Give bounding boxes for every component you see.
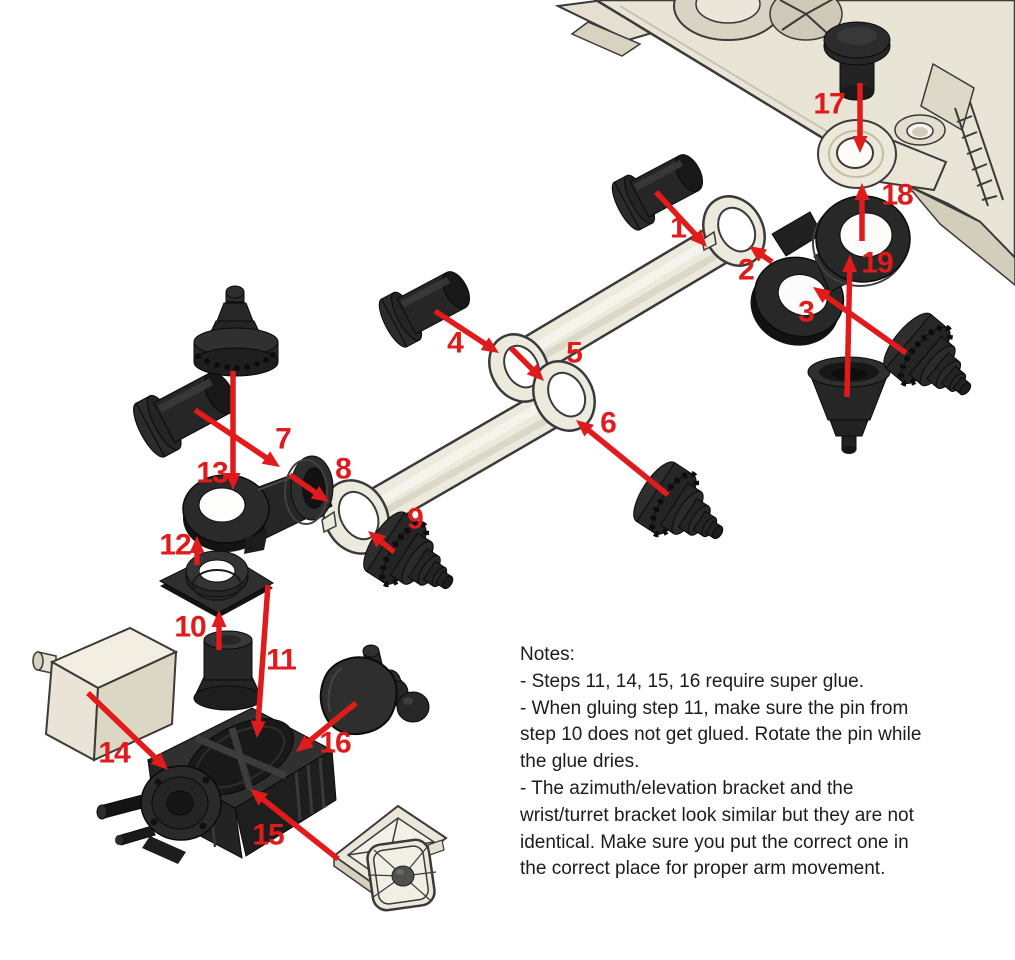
note-line: wrist/turret bracket look similar but th… [520,804,914,826]
rod-eyelet-ring-5 [532,360,596,432]
arrow-step-5 [509,346,544,381]
cap-pin-part [823,21,891,101]
note-line: the glue dries. [520,751,640,773]
note-line: step 10 does not get glued. Rotate the p… [520,724,922,746]
note-line: the correct place for proper arm movemen… [520,858,886,880]
arrow-step-3 [813,287,908,356]
note-line: - The azimuth/elevation bracket and the [520,777,854,799]
arrow-step-4 [433,308,499,353]
arrow-step-11 [250,584,271,738]
chassis-eyelet-tab [817,114,948,192]
beige-box [32,626,179,762]
cylinder-pin [193,630,263,711]
gearbox-assembly [96,707,337,864]
arrow-step-15 [250,789,340,862]
arrow-step-17 [852,83,868,153]
assembly-notes: Notes: - Steps 11, 14, 15, 16 require su… [520,642,970,883]
arrow-step-8 [288,472,329,502]
arrow-step-16 [296,700,358,752]
ring-plate [158,550,274,618]
turret-chassis [554,0,1015,286]
note-line: - When gluing step 11, make sure the pin… [520,697,909,719]
ring-clamp-notch [321,510,337,534]
azimuth-elevation-bracket [182,455,334,554]
arrow-step-14 [86,691,168,770]
white-motor-mount [332,804,448,912]
chassis-rib-ladder [954,101,1004,207]
arrow-step-19 [842,255,858,398]
note-line: - Steps 11, 14, 15, 16 require super glu… [520,670,864,692]
link-rod-lower [350,388,570,533]
notes-title: Notes: [520,644,575,665]
link-rod-upper [507,225,737,379]
arrow-step-18 [854,183,870,241]
rod-eyelet-ring-top [702,195,766,267]
arrow-step-9 [368,531,396,555]
arrow-step-12 [189,536,205,565]
arrow-step-1 [653,190,707,247]
arrow-step-7 [193,407,280,467]
arrow-step-10 [211,610,227,650]
knurled-gear-pin [193,285,279,377]
arrow-step-2 [749,246,774,265]
arrow-step-6 [576,420,670,498]
arrow-step-13 [225,371,241,490]
note-line: identical. Make sure you put the correct… [520,831,909,853]
